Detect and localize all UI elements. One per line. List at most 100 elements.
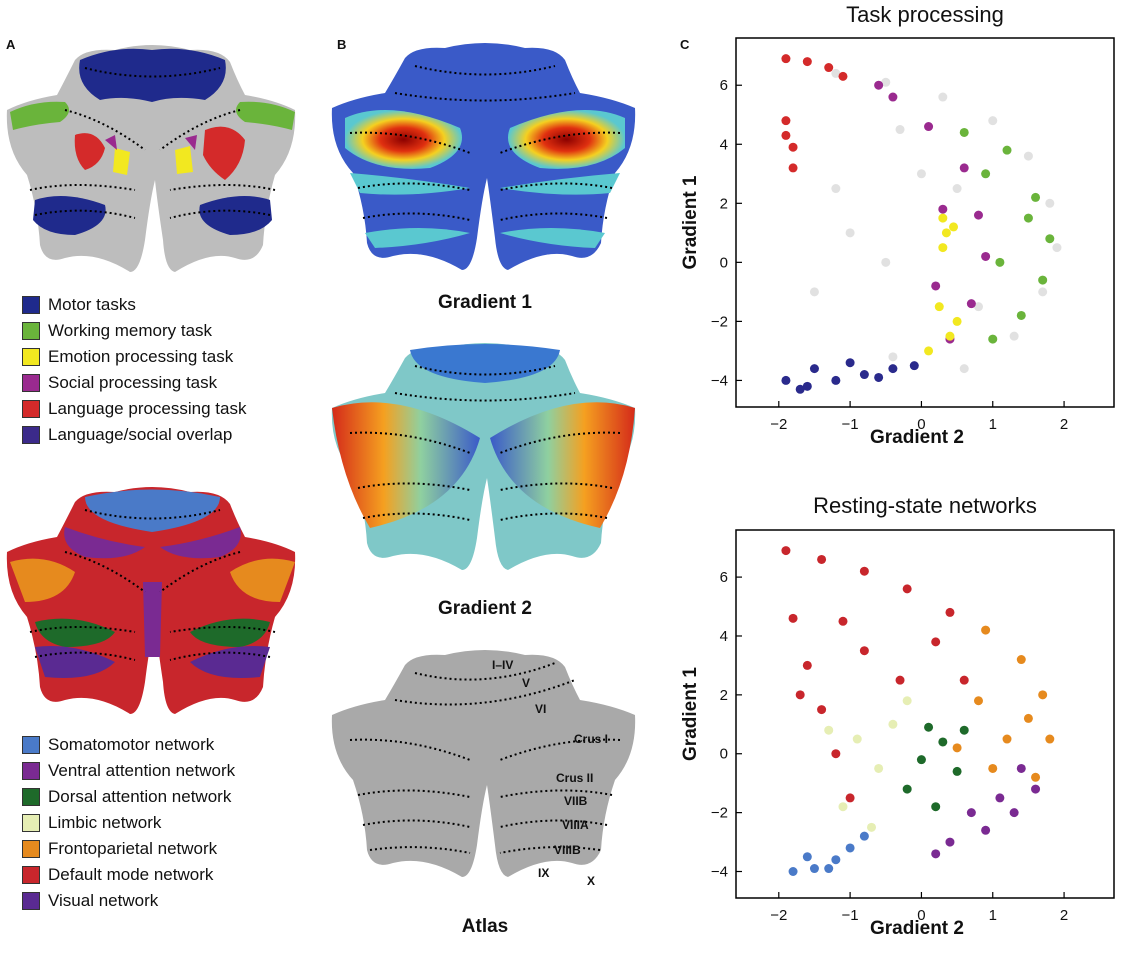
swatch-social: [22, 374, 40, 392]
scatter-point: [845, 843, 855, 853]
atlas-label-i-iv: I–IV: [492, 658, 513, 672]
scatter-point: [845, 228, 855, 238]
scatter-point: [1023, 713, 1033, 723]
scatter-point: [888, 352, 898, 362]
scatter-point: [941, 228, 951, 238]
scatter-point: [859, 566, 869, 576]
y-tick-label: 2: [720, 687, 728, 704]
scatter-point: [788, 163, 798, 173]
scatter-point: [973, 302, 983, 312]
scatter-point: [1016, 763, 1026, 773]
scatter-point: [1031, 192, 1041, 202]
scatter-point: [916, 169, 926, 179]
y-tick-label: 4: [720, 628, 728, 645]
gradient1-caption: Gradient 1: [438, 292, 532, 313]
swatch-default-mode: [22, 866, 40, 884]
scatter-point: [802, 57, 812, 67]
scatter-point: [795, 690, 805, 700]
scatter-point: [959, 127, 969, 137]
scatter-point: [938, 204, 948, 214]
x-tick-label: −2: [770, 907, 787, 924]
network-legend: Somatomotor network Ventral attention ne…: [22, 732, 235, 914]
x-tick-label: 1: [989, 416, 997, 433]
scatter-point: [1009, 808, 1019, 818]
scatter-point: [881, 77, 891, 87]
scatter-point: [973, 696, 983, 706]
atlas-label-viiia: VIIIA: [562, 818, 589, 832]
scatter-point: [831, 855, 841, 865]
scatter-point: [859, 831, 869, 841]
legend-item-language: Language processing task: [22, 396, 246, 422]
scatter-point: [788, 613, 798, 623]
legend-item-somatomotor: Somatomotor network: [22, 732, 235, 758]
network-flatmap: [6, 487, 296, 714]
atlas-label-crus-ii: Crus II: [556, 771, 593, 785]
x-tick-label: −1: [842, 907, 859, 924]
scatter-point: [852, 734, 862, 744]
scatter-point: [1023, 213, 1033, 223]
scatter-point: [1045, 234, 1055, 244]
y-tick-label: 0: [720, 746, 728, 763]
swatch-emotion: [22, 348, 40, 366]
atlas-label-crus-i: Crus I: [574, 732, 608, 746]
swatch-language: [22, 400, 40, 418]
scatter-point: [909, 361, 919, 371]
swatch-visual: [22, 892, 40, 910]
plot-frame: [735, 37, 1115, 408]
scatter-point: [1031, 784, 1041, 794]
legend-item-frontoparietal: Frontoparietal network: [22, 836, 235, 862]
swatch-motor: [22, 296, 40, 314]
task-flatmap: [6, 45, 296, 272]
legend-item-overlap: Language/social overlap: [22, 422, 246, 448]
panel-letter-b: B: [337, 37, 347, 52]
scatter-point: [831, 749, 841, 759]
scatter-point: [888, 92, 898, 102]
scatter-point: [934, 302, 944, 312]
scatter-point: [874, 80, 884, 90]
scatter-point: [781, 54, 791, 64]
x-tick-label: −2: [770, 416, 787, 433]
scatter-point: [952, 316, 962, 326]
scatter-point: [902, 584, 912, 594]
legend-item-default-mode: Default mode network: [22, 862, 235, 888]
legend-item-visual: Visual network: [22, 888, 235, 914]
scatter-point: [981, 251, 991, 261]
scatter-point: [931, 802, 941, 812]
scatter-point: [874, 372, 884, 382]
panel-letter-a: A: [6, 37, 16, 52]
scatter-point: [888, 719, 898, 729]
legend-item-social: Social processing task: [22, 370, 246, 396]
scatter-point: [795, 384, 805, 394]
scatter-point: [952, 184, 962, 194]
atlas-label-ix: IX: [538, 866, 549, 880]
scatter-point: [802, 852, 812, 862]
scatter-point: [938, 243, 948, 253]
atlas-caption: Atlas: [461, 916, 509, 937]
scatter-point: [838, 616, 848, 626]
scatter-point: [781, 375, 791, 385]
scatter-point: [788, 867, 798, 877]
atlas-label-viiib: VIIIB: [554, 843, 581, 857]
scatter-point: [981, 169, 991, 179]
scatter-point: [902, 784, 912, 794]
panel-letter-c: C: [680, 37, 690, 52]
x-axis-label: Gradient 2: [870, 427, 964, 448]
scatter-point: [781, 546, 791, 556]
scatter-point: [995, 793, 1005, 803]
scatter-point: [831, 375, 841, 385]
y-axis-label: Gradient 1: [680, 175, 701, 269]
scatter-point: [845, 793, 855, 803]
scatter-point: [809, 287, 819, 297]
scatter-point: [1009, 331, 1019, 341]
plot-frame: [735, 529, 1115, 899]
gradient1-flatmap: [331, 43, 636, 270]
scatter-point: [945, 837, 955, 847]
scatter-point: [817, 705, 827, 715]
scatter-point: [824, 864, 834, 874]
scatter-point: [788, 142, 798, 152]
y-tick-label: 2: [720, 195, 728, 212]
y-tick-label: −2: [711, 805, 728, 822]
x-tick-label: 2: [1060, 907, 1068, 924]
scatter-point: [895, 675, 905, 685]
swatch-limbic: [22, 814, 40, 832]
